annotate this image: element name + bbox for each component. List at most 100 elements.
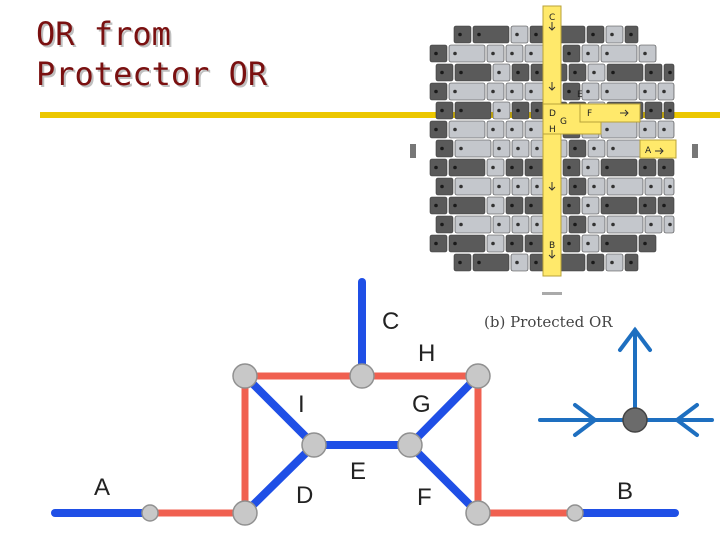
label-f: F [417, 484, 432, 511]
puzzle-block-peg [605, 89, 609, 94]
label-g: G [412, 391, 431, 418]
puzzle-block [435, 139, 454, 158]
puzzle-block [605, 253, 624, 272]
puzzle-block-peg [610, 260, 614, 265]
puzzle-block [562, 196, 581, 215]
puzzle-block [505, 196, 524, 215]
puzzle-block [448, 158, 486, 177]
puzzle-label-a: A [645, 146, 652, 156]
puzzle-block-peg [605, 127, 609, 132]
puzzle-block [435, 101, 454, 120]
node-bottom-left [232, 500, 258, 526]
puzzle-block [644, 177, 663, 196]
puzzle-block [510, 253, 529, 272]
puzzle-block-peg [592, 146, 596, 151]
puzzle-block [644, 63, 663, 82]
puzzle-block [448, 196, 486, 215]
puzzle-block [492, 101, 511, 120]
puzzle-block [505, 234, 524, 253]
puzzle-caption: (b) Protected OR [484, 313, 613, 331]
puzzle-label-e: E [577, 90, 583, 100]
puzzle-block [606, 63, 644, 82]
puzzle-block [581, 82, 600, 101]
puzzle-block [429, 196, 448, 215]
puzzle-block [429, 82, 448, 101]
puzzle-block-peg [497, 70, 501, 75]
puzzle-block [605, 25, 624, 44]
puzzle-block [454, 139, 492, 158]
puzzle-block-peg [434, 203, 438, 208]
label-b: B [617, 478, 634, 505]
puzzle-block [429, 158, 448, 177]
puzzle-block-peg [643, 203, 647, 208]
puzzle-block-peg [434, 127, 438, 132]
puzzle-block [505, 120, 524, 139]
puzzle-block [505, 44, 524, 63]
puzzle-block-peg [535, 108, 539, 113]
puzzle-block-peg [440, 184, 444, 189]
puzzle-block [454, 101, 492, 120]
puzzle-block-peg [567, 51, 571, 56]
puzzle-block-peg [573, 70, 577, 75]
or-input-right-arrow-icon [673, 403, 699, 437]
or-input-left-arrow-icon [573, 403, 599, 437]
puzzle-block-peg [573, 146, 577, 151]
puzzle-block [587, 63, 606, 82]
puzzle-block [511, 63, 530, 82]
puzzle-block-peg [453, 51, 457, 56]
or-symbol [538, 326, 714, 437]
puzzle-block-peg [529, 51, 533, 56]
puzzle-block-peg [534, 260, 538, 265]
puzzle-block-peg [649, 108, 653, 113]
puzzle-block [568, 63, 587, 82]
puzzle-block-peg [516, 222, 520, 227]
puzzle-block-peg [510, 127, 514, 132]
puzzle-block [638, 82, 657, 101]
puzzle-block [657, 120, 675, 139]
puzzle-block [657, 82, 675, 101]
puzzle-block-peg [440, 222, 444, 227]
puzzle-block-peg [515, 260, 519, 265]
puzzle-block-peg [453, 203, 457, 208]
puzzle-block [644, 215, 663, 234]
puzzle-block-peg [459, 146, 463, 151]
puzzle-block-peg [605, 241, 609, 246]
puzzle-block-peg [535, 184, 539, 189]
puzzle-block-peg [611, 146, 615, 151]
label-i: I [298, 391, 305, 418]
puzzle-block-peg [440, 70, 444, 75]
puzzle-block [492, 139, 511, 158]
puzzle-block-peg [440, 146, 444, 151]
puzzle-arrows [548, 22, 664, 259]
puzzle-label-c: C [549, 13, 555, 23]
puzzle-block-peg [643, 127, 647, 132]
puzzle-block-peg [586, 203, 590, 208]
puzzle-block-peg [440, 108, 444, 113]
puzzle-block [448, 234, 486, 253]
puzzle-block-peg [453, 165, 457, 170]
puzzle-label-b: B [549, 241, 555, 251]
puzzle-block-peg [458, 260, 462, 265]
puzzle-block [511, 177, 530, 196]
puzzle-block [454, 63, 492, 82]
puzzle-block-peg [662, 127, 666, 132]
puzzle-block [511, 215, 530, 234]
red-edges [146, 372, 579, 517]
puzzle-block [657, 196, 675, 215]
puzzle-block [581, 158, 600, 177]
puzzle-block-peg [491, 165, 495, 170]
puzzle-block-peg [535, 146, 539, 151]
puzzle-block [600, 82, 638, 101]
label-c: C [382, 308, 400, 335]
puzzle-block-peg [477, 32, 481, 37]
puzzle-block-peg [497, 184, 501, 189]
puzzle-block-peg [510, 241, 514, 246]
puzzle-block-peg [611, 70, 615, 75]
puzzle-block-peg [491, 89, 495, 94]
puzzle-block-peg [529, 165, 533, 170]
puzzle-block-peg [458, 32, 462, 37]
puzzle-block [492, 177, 511, 196]
puzzle-block [429, 44, 448, 63]
puzzle-block-peg [629, 260, 633, 265]
puzzle-block-peg [497, 222, 501, 227]
